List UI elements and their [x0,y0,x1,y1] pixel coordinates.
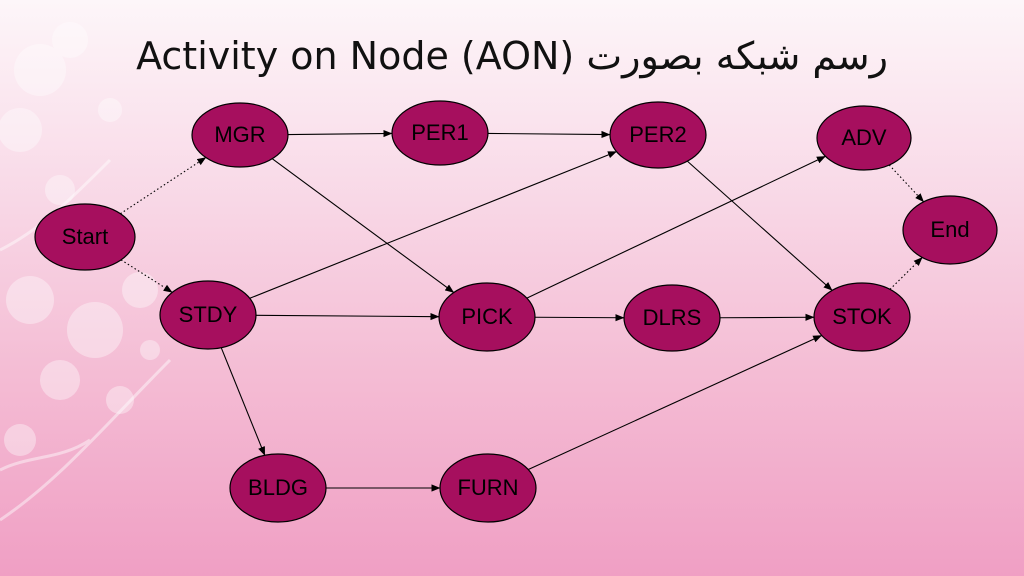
node-start-label: Start [62,224,108,249]
node-end-label: End [930,217,969,242]
node-mgr: MGR [191,102,289,168]
edge-start-to-mgr [120,157,207,215]
node-stdy-label: STDY [179,302,238,327]
node-adv: ADV [816,105,912,171]
edge-furn-to-stok [528,334,823,471]
edge-mgr-to-per1 [287,129,393,138]
node-per1-label: PER1 [411,120,468,145]
node-end: End [902,195,998,265]
node-start-shape [34,203,136,271]
edge-stdy-to-per2 [249,151,617,299]
edge-start-to-stdy [120,259,173,293]
node-bldg-label: BLDG [248,475,308,500]
node-stok-label: STOK [832,304,892,329]
node-adv-label: ADV [841,125,887,150]
edge-pick-to-adv [526,155,826,299]
edge-adv-to-end [888,164,925,203]
node-pick: PICK [438,282,536,352]
edge-stok-to-end [889,257,923,290]
edge-stdy-to-pick [255,312,440,321]
node-furn: FURN [439,453,537,523]
slide-title: Activity on Node (AON) رسم شبکه بصورت [136,34,888,78]
node-per2: PER2 [609,101,707,169]
node-per2-shape [609,101,707,169]
node-pick-shape [438,282,536,352]
node-furn-label: FURN [457,475,518,500]
node-adv-shape [816,105,912,171]
node-furn-shape [439,453,537,523]
node-stok: STOK [813,282,911,352]
node-stok-shape [813,282,911,352]
node-start: Start [34,203,136,271]
node-mgr-shape [191,102,289,168]
node-end-shape [902,195,998,265]
node-per1: PER1 [391,100,489,166]
node-per1-shape [391,100,489,166]
node-bldg-shape [229,453,327,523]
node-bldg: BLDG [229,453,327,523]
node-dlrs-shape [623,284,721,352]
node-pick-label: PICK [461,304,513,329]
node-mgr-label: MGR [214,122,265,147]
edge-mgr-to-pick [271,158,455,293]
node-per2-label: PER2 [629,122,686,147]
node-dlrs: DLRS [623,284,721,352]
edge-per1-to-per2 [487,130,611,139]
node-stdy-shape [159,280,257,350]
edge-per2-to-stok [686,160,833,291]
node-stdy: STDY [159,280,257,350]
edge-stdy-to-bldg [220,347,266,456]
node-dlrs-label: DLRS [643,305,702,330]
edges [120,129,925,492]
